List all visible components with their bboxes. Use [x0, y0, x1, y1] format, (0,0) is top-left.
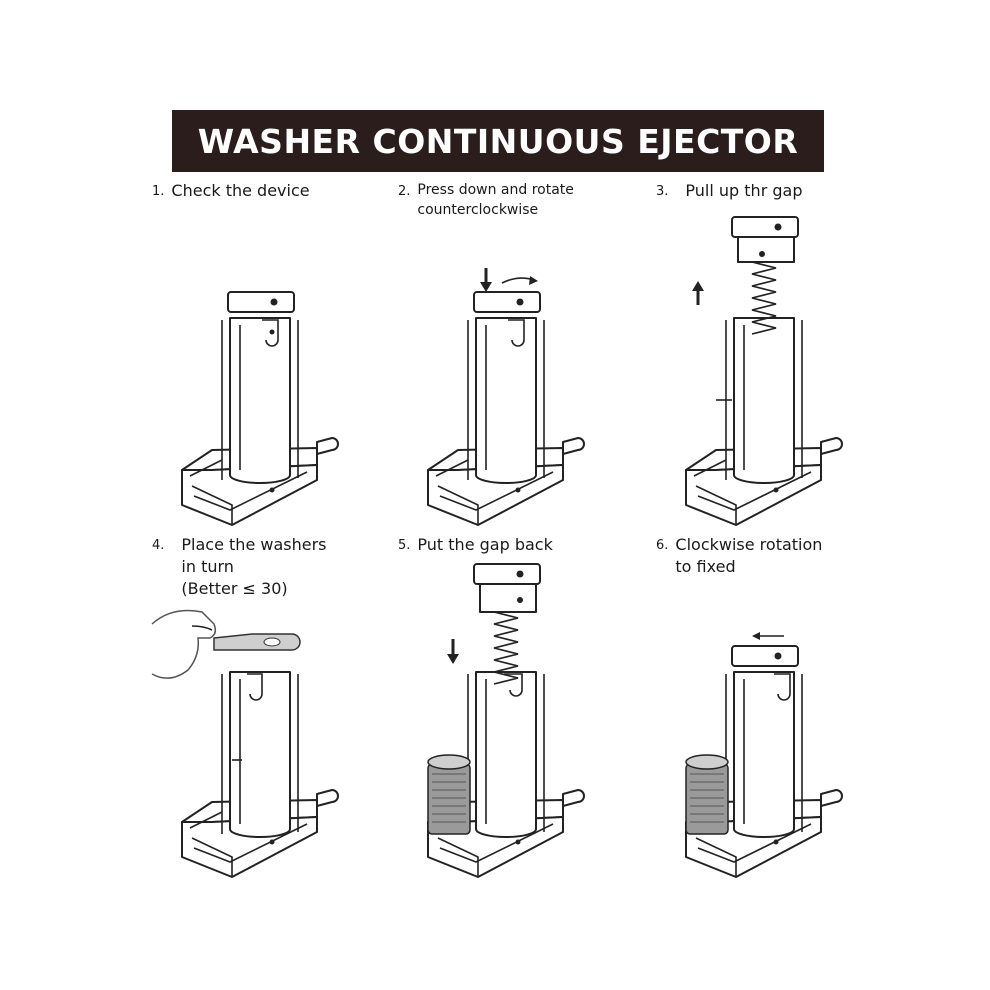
washer-icon: [213, 633, 301, 651]
step-1-illustration: [181, 291, 339, 526]
step-4: 4. Place the washers in turn (Better ≤ 3…: [151, 534, 422, 894]
step-3-number: 3.: [656, 184, 669, 199]
step-3-label: 3. Pull up thr gap: [656, 180, 802, 203]
step-4-number: 4.: [152, 538, 165, 553]
step-5-illustration: [427, 563, 585, 878]
step-2: 2. Press down and rotate counterclockwis…: [398, 180, 668, 530]
step-4-illustration: [151, 609, 339, 878]
step-2-illustration: [427, 268, 585, 526]
step-1: 1. Check the device: [152, 180, 422, 530]
step-4-label: 4. Place the washers in turn (Better ≤ 3…: [152, 534, 327, 600]
rotate-arrow-icon: [501, 276, 538, 285]
step-6-illustration: [685, 632, 843, 878]
step-6: 6. Clockwise rotation to fixed: [656, 534, 926, 894]
step-5-text: Put the gap back: [417, 535, 553, 554]
arrow-up-icon: [692, 281, 704, 305]
arrow-down-icon: [447, 639, 459, 664]
step-3: 3. Pull up thr gap: [656, 180, 926, 530]
step-1-label: 1. Check the device: [152, 180, 310, 203]
step-6-number: 6.: [656, 538, 669, 553]
step-3-illustration: [685, 216, 843, 526]
title-banner: WASHER CONTINUOUS EJECTOR: [172, 110, 824, 172]
step-1-text: Check the device: [171, 181, 310, 200]
step-5-label: 5. Put the gap back: [398, 534, 553, 557]
hand-icon: [151, 609, 217, 679]
step-4-text: Place the washers in turn (Better ≤ 30): [181, 535, 327, 598]
step-6-label: 6. Clockwise rotation to fixed: [656, 534, 822, 578]
arrow-down-icon: [480, 268, 492, 292]
step-3-text: Pull up thr gap: [685, 181, 803, 200]
page-title: WASHER CONTINUOUS EJECTOR: [197, 121, 799, 161]
step-2-text: Press down and rotate counterclockwise: [417, 182, 574, 218]
step-5: 5. Put the gap back: [398, 534, 668, 894]
step-2-label: 2. Press down and rotate counterclockwis…: [398, 180, 574, 220]
step-5-number: 5.: [398, 538, 411, 553]
step-1-number: 1.: [152, 184, 165, 199]
arrow-left-icon: [752, 632, 784, 640]
step-2-number: 2.: [398, 184, 411, 199]
step-6-text: Clockwise rotation to fixed: [675, 535, 823, 576]
